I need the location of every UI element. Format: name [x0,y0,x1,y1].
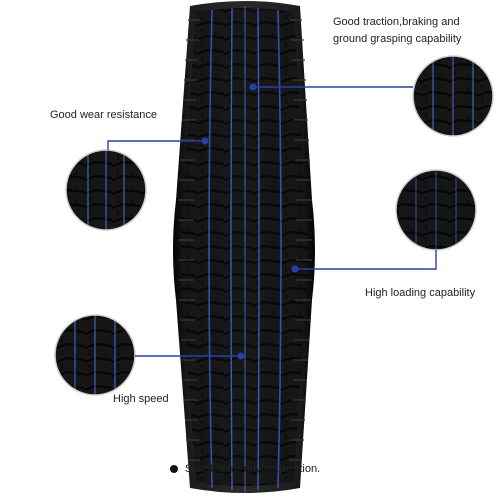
wear-resistance-label: Good wear resistance [50,109,157,121]
traction-label: Good traction,braking and ground graspin… [333,14,461,48]
traction-label-line1: Good traction,braking and [333,16,460,28]
wear-zoom-circle [65,149,147,231]
callout-dots [201,83,299,360]
traction-zoom-circle [412,55,494,137]
bullet-icon [170,465,178,473]
speed-zoom-circle [54,314,136,396]
loading-zoom-circle [395,169,477,251]
callout-lines [107,86,437,357]
footer-note-text: Suitable for driving position. [185,463,321,475]
loading-capability-label: High loading capability [365,287,476,299]
high-speed-label: High speed [113,393,169,405]
tire-tread-image [173,1,315,493]
traction-label-line2: ground grasping capability [333,33,462,45]
footer-note: Suitable for driving position. [170,463,320,475]
